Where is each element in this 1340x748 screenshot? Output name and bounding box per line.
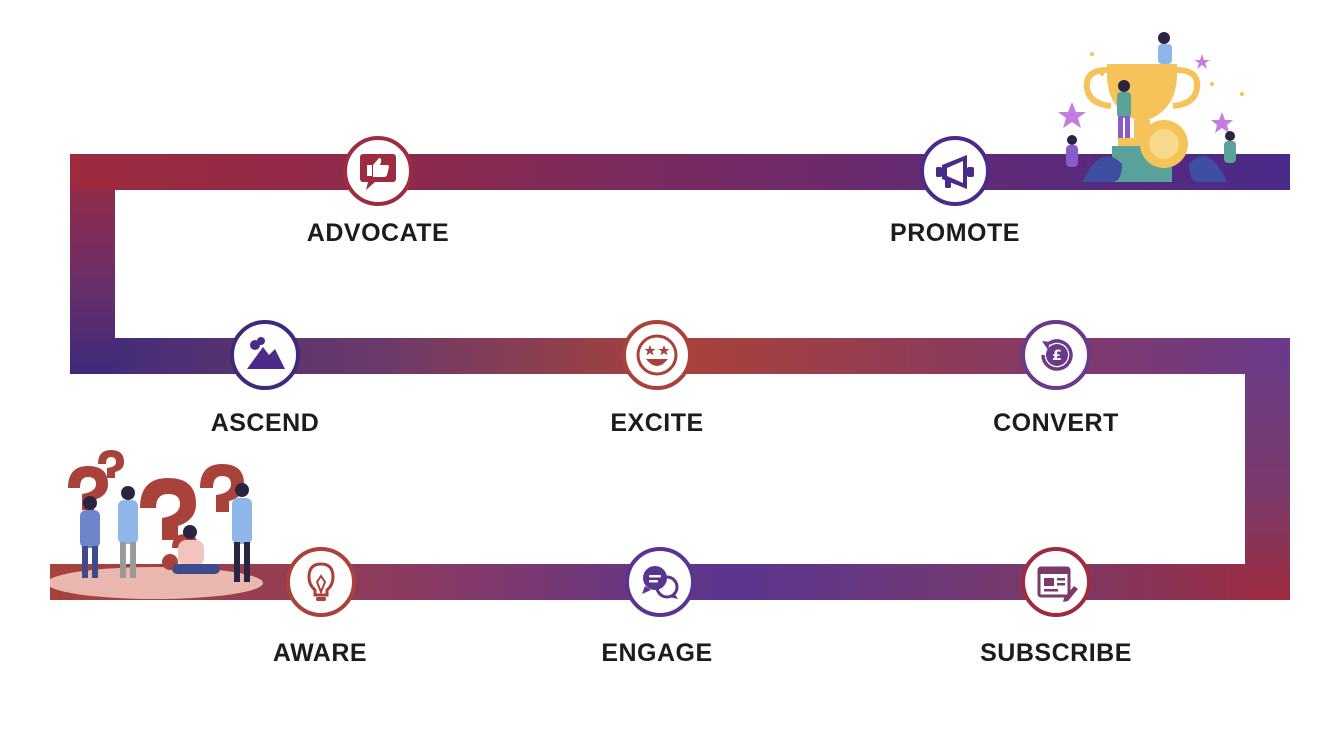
star-eyes-smiley-icon [636, 334, 678, 376]
stage-label-promote: PROMOTE [890, 219, 1020, 247]
mountain-icon [247, 337, 285, 369]
svg-text:£: £ [1052, 348, 1062, 364]
chat-bubbles-icon [642, 566, 679, 599]
stage-label-ascend: ASCEND [210, 409, 320, 437]
stage-node-promote [920, 136, 990, 206]
stage-label-engage: ENGAGE [601, 639, 713, 667]
confused-people-question-marks-illustration [47, 448, 275, 608]
stage-node-engage [625, 547, 695, 617]
stage-node-ascend [230, 320, 300, 390]
stage-node-aware [286, 547, 356, 617]
subscribe-form-icon [1037, 566, 1078, 602]
stage-label-convert: CONVERT [993, 409, 1119, 437]
pound-refresh-icon: £ [1041, 339, 1073, 371]
stage-label-advocate: ADVOCATE [306, 219, 450, 247]
stage-node-excite [622, 320, 692, 390]
path-left-connector [70, 154, 115, 374]
stage-node-advocate [343, 136, 413, 206]
thumbs-up-speech-icon [360, 154, 396, 190]
stage-node-subscribe [1021, 547, 1091, 617]
megaphone-icon [936, 155, 974, 189]
lightbulb-icon [307, 562, 335, 601]
stage-node-convert: £ [1021, 320, 1091, 390]
stage-label-aware: AWARE [272, 639, 368, 667]
path-top-band [70, 154, 1290, 190]
trophy-celebration-illustration [1052, 24, 1257, 189]
stage-label-subscribe: SUBSCRIBE [980, 639, 1132, 667]
path-right-connector [1245, 338, 1290, 600]
stage-label-excite: EXCITE [610, 409, 704, 437]
